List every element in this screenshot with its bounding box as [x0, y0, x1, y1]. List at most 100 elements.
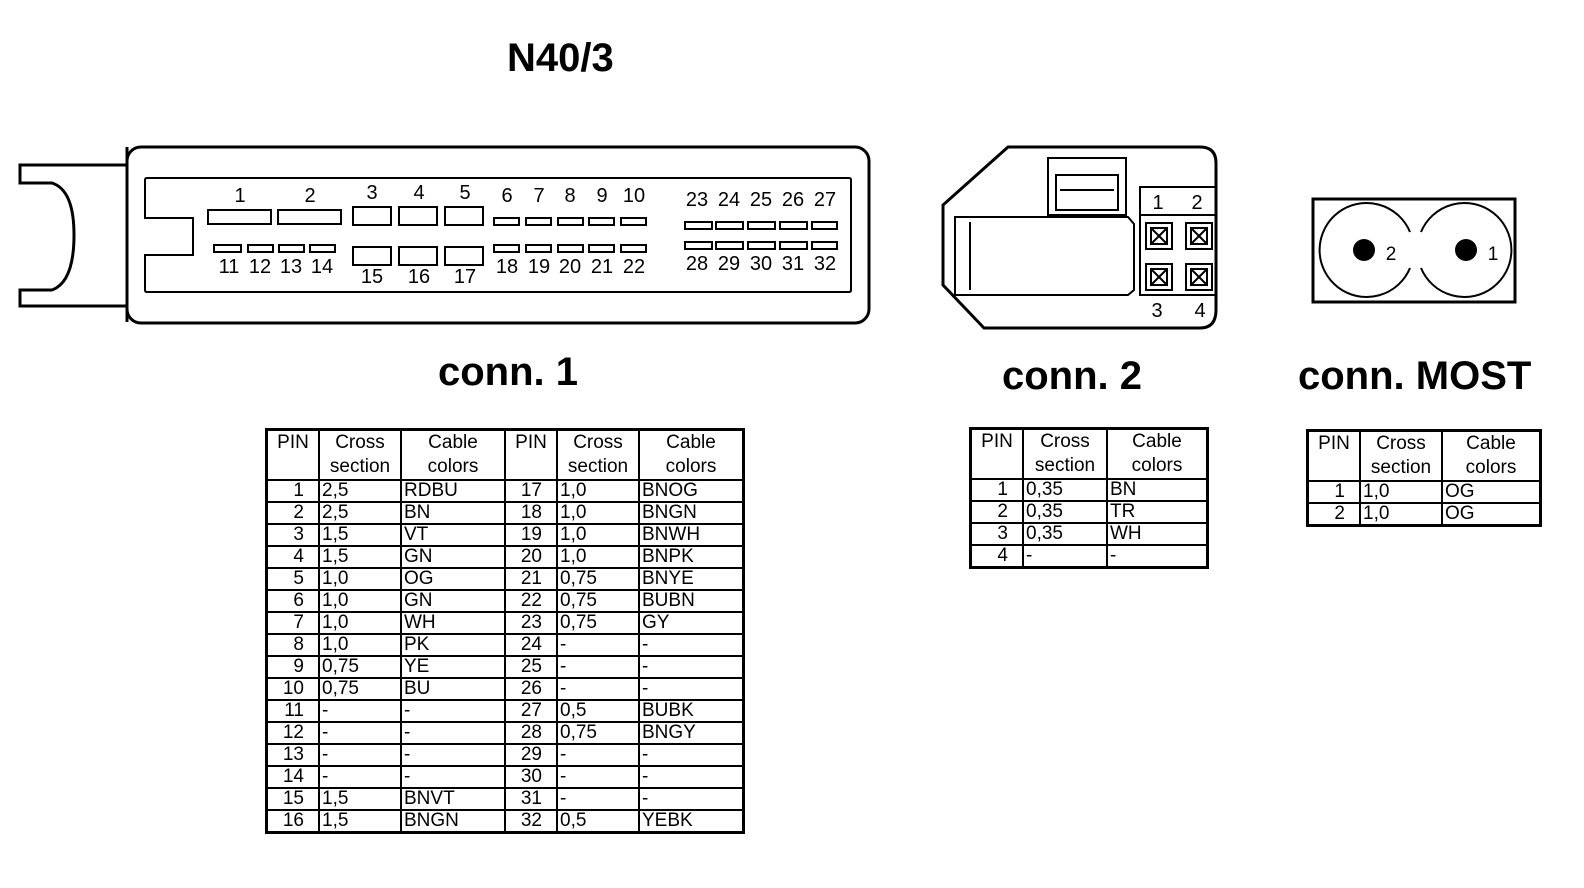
pin-number: 23: [686, 189, 708, 211]
cable-color-cell: VT: [400, 523, 506, 547]
cable-color-cell: BN: [1106, 478, 1209, 502]
conn1-pin-slots: [207, 206, 838, 266]
pin-slot: [557, 244, 584, 253]
cable-color-cell: GN: [400, 589, 506, 613]
pin-cell: 31: [504, 787, 558, 811]
pin-cell: [1185, 222, 1213, 250]
pin-cell: 25: [504, 655, 558, 679]
pin-cell: 29: [504, 743, 558, 767]
pin-slot: [588, 217, 615, 226]
cable-color-cell: BNGY: [638, 721, 745, 745]
pin-number: 1: [234, 185, 245, 207]
pin-number: 3: [366, 182, 377, 204]
pin-contact: [1150, 227, 1168, 245]
cross-section-cell: -: [318, 721, 402, 745]
pin-slot: [277, 209, 342, 225]
pin-contact-mark: [1150, 268, 1168, 286]
pin-slot: [684, 221, 713, 230]
pin-slot: [213, 244, 242, 253]
cable-color-cell: BUBN: [638, 589, 745, 613]
pin-cell: 3: [969, 522, 1024, 546]
conn2-pin-cells: [1145, 222, 1213, 291]
pin-slot: [557, 217, 584, 226]
pin-cell: 11: [265, 699, 320, 723]
pin-number: 20: [559, 256, 581, 278]
cable-color-cell: RDBU: [400, 479, 506, 503]
cross-section-cell: 1,0: [556, 501, 640, 525]
pin-cell: 18: [504, 501, 558, 525]
cable-color-cell: BN: [400, 501, 506, 525]
pin-contact: [1190, 227, 1208, 245]
cross-section-cell: 1,5: [318, 523, 402, 547]
cross-section-cell: 0,35: [1022, 478, 1108, 502]
cross-section-cell: -: [556, 743, 640, 767]
pin-slot: [525, 244, 552, 253]
pin-number: 17: [454, 266, 476, 288]
pin-cell: 4: [969, 544, 1024, 569]
pin-slot: [715, 221, 744, 230]
cable-color-cell: -: [1106, 544, 1209, 569]
pin-cell: [1145, 263, 1173, 291]
diagram-title: N40/3: [507, 36, 614, 80]
cross-section-cell: -: [318, 765, 402, 789]
cross-section-cell: 1,0: [318, 589, 402, 613]
pin-cell: 13: [265, 743, 320, 767]
header-pin: PIN: [504, 428, 558, 481]
cross-section-cell: 0,35: [1022, 522, 1108, 546]
pin-slot: [620, 244, 647, 253]
cable-color-cell: BNWH: [638, 523, 745, 547]
pin-contact-mark: [1150, 227, 1168, 245]
cross-section-cell: 0,75: [556, 589, 640, 613]
pin-slot: [352, 246, 392, 266]
cable-color-cell: OG: [1441, 502, 1542, 527]
pin-cell: 4: [265, 545, 320, 569]
pin-number: 8: [564, 185, 575, 207]
cross-section-cell: 1,5: [318, 809, 402, 834]
cable-color-cell: BNPK: [638, 545, 745, 569]
pin-cell: 30: [504, 765, 558, 789]
pin-slot: [779, 221, 808, 230]
cable-color-cell: BNGN: [400, 809, 506, 834]
pin-number: 18: [496, 256, 518, 278]
pin-number: 10: [623, 185, 645, 207]
cross-section-cell: 0,75: [556, 611, 640, 635]
pin-number: 5: [459, 182, 470, 204]
cable-color-cell: -: [638, 743, 745, 767]
cable-color-cell: WH: [400, 611, 506, 635]
pin-cell: [1145, 222, 1173, 250]
pin-cell: 1: [969, 478, 1024, 502]
pin-cell: 1: [1306, 480, 1361, 504]
cross-section-cell: 1,5: [318, 545, 402, 569]
pin-cell: 32: [504, 809, 558, 834]
pin-number: 25: [750, 189, 772, 211]
table-row: 14--30--: [265, 765, 745, 789]
pin-slot: [309, 244, 336, 253]
pin-slot: [588, 244, 615, 253]
pin-number: 29: [718, 253, 740, 275]
table-row: 13--29--: [265, 743, 745, 767]
pin-number: 1: [1152, 192, 1163, 214]
pin-cell: 15: [265, 787, 320, 811]
pin-number: 1: [1488, 244, 1499, 265]
cross-section-cell: -: [556, 655, 640, 679]
conn1-housing: [18, 145, 871, 325]
pin-number: 22: [623, 256, 645, 278]
pin-number: 32: [814, 253, 836, 275]
cable-color-cell: PK: [400, 633, 506, 657]
cross-section-cell: 1,0: [556, 479, 640, 503]
